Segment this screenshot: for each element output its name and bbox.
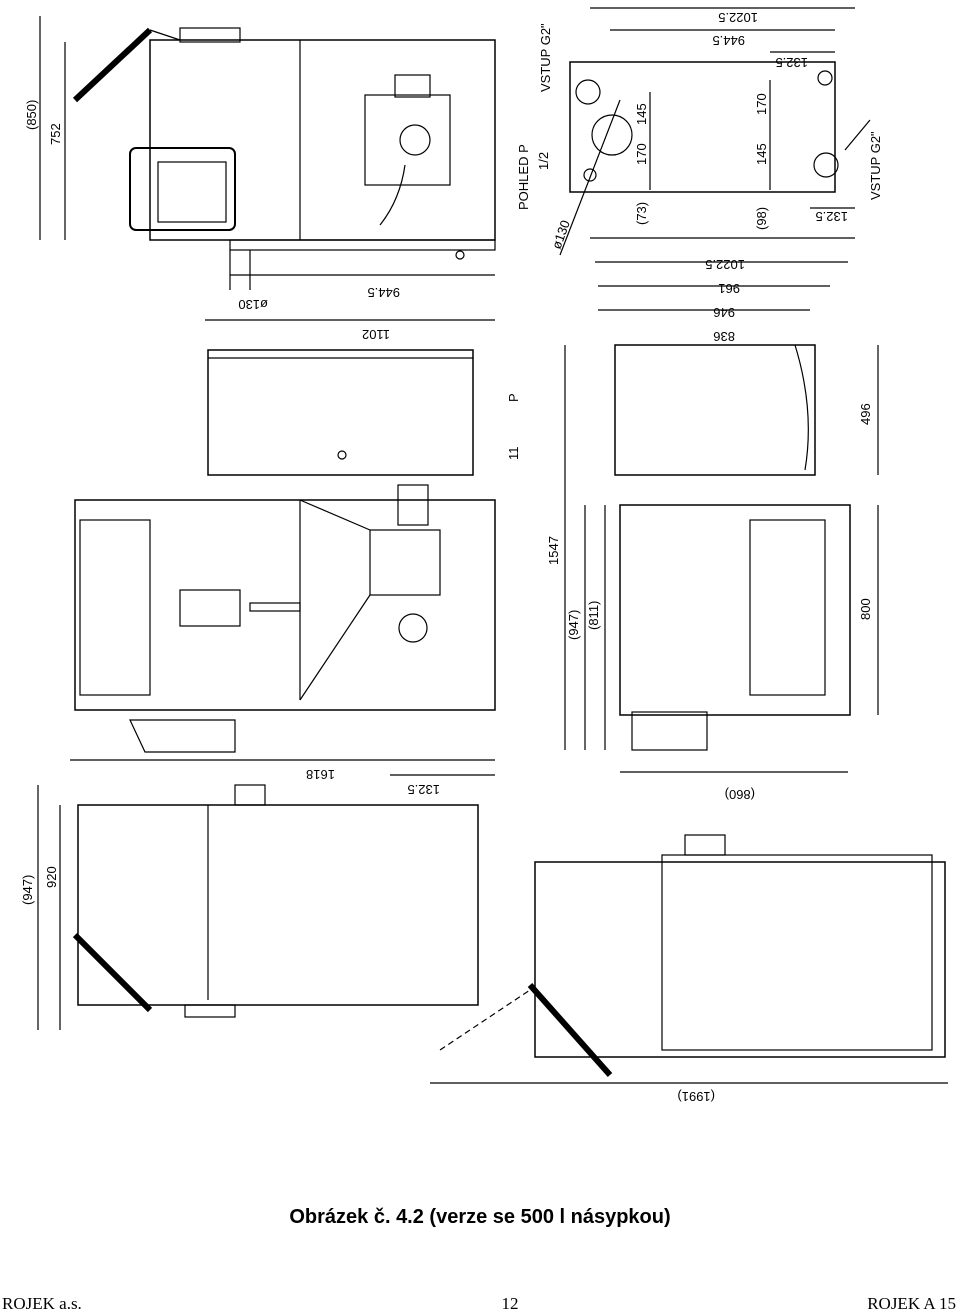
- dim-850: (850): [24, 100, 39, 130]
- technical-drawing: (850) 752 944.5 ø130 1022.5 944.5 132.5 …: [20, 7, 948, 1104]
- dim-73: (73): [634, 202, 649, 225]
- view-middle-left: 1102 P 11 1618 132.5: [70, 319, 521, 797]
- dim-130-top: ø130: [238, 297, 268, 312]
- dim-98: (98): [754, 207, 769, 230]
- dim-11: 11: [506, 447, 521, 461]
- dim-132-a: 132.5: [775, 55, 808, 70]
- dim-132-mid: 132.5: [407, 782, 440, 797]
- dim-170-b: 170: [754, 93, 769, 115]
- dim-1991: (1991): [677, 1089, 715, 1104]
- dim-946: 946: [713, 305, 735, 320]
- dim-944-right: 944.5: [712, 33, 745, 48]
- label-vstup-top: VSTUP G2": [538, 23, 553, 92]
- dim-947-r: (947): [566, 610, 581, 640]
- view-bottom-left: (947) 920: [20, 784, 479, 1030]
- footer-product: ROJEK A 15: [867, 1294, 956, 1313]
- dim-800: 800: [858, 598, 873, 620]
- label-vstup-bottom: VSTUP G2": [868, 131, 883, 200]
- footer-company: ROJEK a.s.: [2, 1294, 82, 1313]
- dim-1022-top: 1022.5: [718, 10, 758, 25]
- dim-1618: 1618: [306, 767, 335, 782]
- dim-947-bottom: (947): [20, 875, 35, 905]
- view-middle-right: 1022.5 961 946 836 496 1547 (947) (811) …: [546, 257, 879, 802]
- dim-752: 752: [48, 123, 63, 145]
- label-p: P: [506, 393, 521, 402]
- view-pohled-p: 1022.5 944.5 132.5 VSTUP G2" POHLED P 1/…: [516, 7, 883, 256]
- label-pohled-p: POHLED P: [516, 144, 531, 210]
- dim-145-a: 145: [634, 103, 649, 125]
- dim-961: 961: [718, 281, 740, 296]
- dim-860: (860): [725, 787, 755, 802]
- dim-130-right: ø130: [549, 218, 573, 251]
- dim-1022-b: 1022.5: [705, 257, 745, 272]
- dim-920: 920: [44, 866, 59, 888]
- view-top-left: (850) 752 944.5 ø130: [24, 16, 496, 312]
- dim-811: (811): [586, 601, 601, 630]
- dim-1547: 1547: [546, 536, 561, 565]
- footer-page-number: 12: [501, 1294, 519, 1313]
- dim-944-top: 944.5: [367, 285, 400, 300]
- dim-145-b: 145: [754, 143, 769, 165]
- dim-1102: 1102: [362, 327, 390, 342]
- view-bottom-right: (1991): [430, 834, 948, 1104]
- dim-836: 836: [713, 329, 735, 344]
- label-half: 1/2: [536, 152, 551, 170]
- dim-496: 496: [858, 403, 873, 425]
- dim-132-b: 132.5: [815, 209, 848, 224]
- dim-170-a: 170: [634, 143, 649, 165]
- figure-caption: Obrázek č. 4.2 (verze se 500 l násypkou): [289, 1206, 671, 1228]
